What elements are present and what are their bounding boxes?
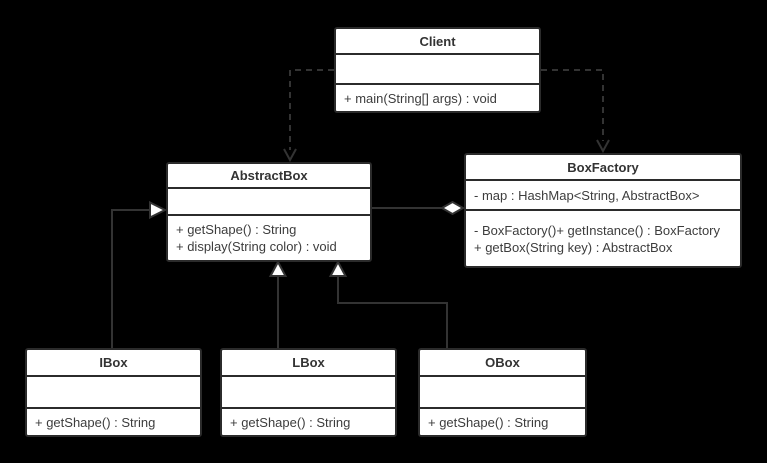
class-methods: - BoxFactory()+ getInstance() : BoxFacto… [466,211,740,266]
class-methods: + getShape() : String + display(String c… [168,216,370,260]
class-box-abstractbox[interactable]: AbstractBox + getShape() : String + disp… [166,162,372,262]
class-title: OBox [420,350,585,377]
hollow-triangle-icon [149,200,168,220]
class-attributes-empty [27,377,200,409]
class-title: LBox [222,350,395,377]
hollow-triangle-icon [328,259,348,277]
class-method: - BoxFactory()+ getInstance() : BoxFacto… [474,222,720,238]
class-attributes-empty [222,377,395,409]
connector-dependency-client-boxfactory[interactable] [541,69,610,154]
open-arrowhead-icon [283,148,297,163]
class-method: + getShape() : String [230,414,351,430]
dashed-line [541,69,604,141]
class-method: + getShape() : String [428,414,549,430]
class-methods: + main(String[] args) : void [336,85,539,111]
class-attributes-empty [420,377,585,409]
class-methods: + getShape() : String [222,409,395,435]
open-arrowhead-icon [596,139,610,154]
class-box-ibox[interactable]: IBox + getShape() : String [25,348,202,437]
class-box-boxfactory[interactable]: BoxFactory - map : HashMap<String, Abstr… [464,153,742,268]
class-method: + getShape() : String [35,414,156,430]
class-attributes-empty [336,55,539,85]
class-methods: + getShape() : String [420,409,585,435]
connector-aggregation-abstractbox-boxfactory[interactable] [372,200,466,216]
class-title: BoxFactory [466,155,740,181]
class-method: + getShape() : String [176,222,297,237]
connector-inheritance-ibox-abstractbox[interactable] [111,200,168,349]
connector-inheritance-lbox-abstractbox[interactable] [268,259,288,348]
class-title: AbstractBox [168,164,370,189]
class-title: Client [336,29,539,55]
class-box-obox[interactable]: OBox + getShape() : String [418,348,587,437]
class-box-client[interactable]: Client + main(String[] args) : void [334,27,541,113]
class-method: + display(String color) : void [176,239,337,254]
class-attribute: - map : HashMap<String, AbstractBox> [474,187,700,203]
class-attributes: - map : HashMap<String, AbstractBox> [466,181,740,211]
solid-line [337,276,448,348]
class-methods: + getShape() : String [27,409,200,435]
hollow-triangle-icon [268,259,288,277]
class-method: + getBox(String key) : AbstractBox [474,239,673,255]
class-box-lbox[interactable]: LBox + getShape() : String [220,348,397,437]
class-method: + main(String[] args) : void [344,90,497,106]
class-attributes-empty [168,189,370,216]
hollow-diamond-icon [439,200,466,216]
class-title: IBox [27,350,200,377]
connector-dependency-client-abstractbox[interactable] [283,69,334,163]
dashed-line [289,69,334,150]
connector-inheritance-obox-abstractbox[interactable] [328,259,448,348]
solid-line [111,209,150,348]
